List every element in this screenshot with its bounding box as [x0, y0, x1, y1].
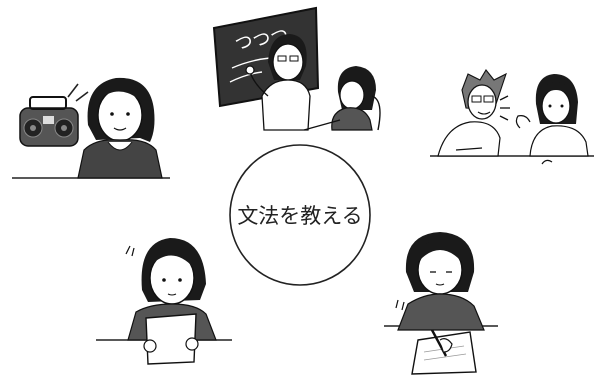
woman-writing [397, 232, 485, 331]
center-node: 文法を教える [229, 144, 371, 286]
scene-writing-notes [384, 232, 498, 375]
student-seated [303, 66, 381, 131]
center-label: 文法を教える [237, 204, 362, 228]
worry-lines-icon [125, 245, 135, 257]
scene-teacher-blackboard: つつつ [212, 6, 381, 131]
scene-reading-paper [96, 238, 232, 365]
woman-listening-conversation [515, 74, 589, 165]
teacher [245, 34, 311, 131]
speech-icon [499, 95, 510, 121]
stereo-icon [19, 96, 79, 147]
pen-icon [430, 329, 453, 357]
woman-listening [77, 77, 163, 179]
worry-lines-icon [395, 299, 405, 311]
scene-listening-stereo [12, 77, 170, 179]
scene-conversation-pair [430, 69, 594, 165]
paper-icon [143, 313, 199, 365]
sound-lines-icon [67, 83, 89, 102]
man-speaking [437, 69, 510, 157]
